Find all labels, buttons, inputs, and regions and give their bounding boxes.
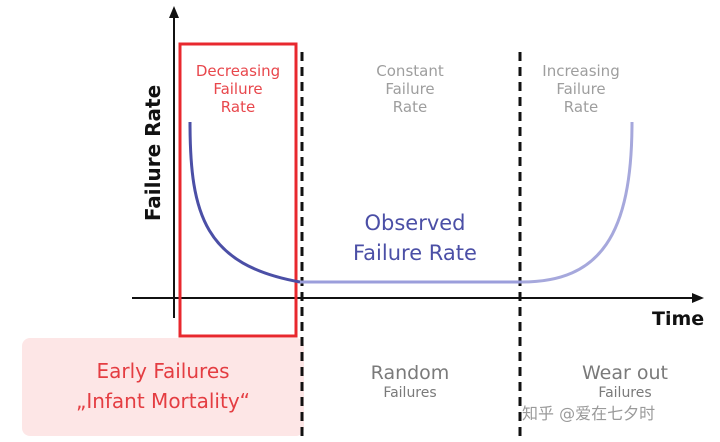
early-failures-panel: [22, 338, 304, 436]
curve-increasing-segment: [521, 121, 634, 284]
y-axis-arrow-icon: [169, 6, 179, 18]
region-label-increasing: Increasing Failure Rate: [522, 62, 640, 116]
region-label-line: Failure: [556, 80, 606, 98]
wear-out-failures-title: Wear out: [582, 362, 668, 384]
random-failures-label: Random Failures: [345, 362, 475, 402]
curve-decreasing-segment: [188, 121, 301, 284]
x-axis-label: Time: [652, 308, 705, 330]
watermark: 知乎 @爱在七夕时: [522, 404, 656, 423]
y-axis-label: Failure Rate: [141, 84, 165, 222]
decreasing-region-highlight: [178, 42, 298, 338]
region-label-decreasing: Decreasing Failure Rate: [180, 62, 296, 116]
region-label-line: Rate: [392, 98, 428, 116]
observed-failure-rate-label: Observed Failure Rate: [330, 208, 500, 269]
region-label-line: Failure: [213, 80, 263, 98]
x-axis-arrow-icon: [692, 293, 704, 303]
region-label-line: Decreasing: [195, 62, 281, 80]
random-failures-title: Random: [370, 362, 450, 384]
wear-out-failures-sub: Failures: [598, 384, 652, 401]
region-label-line: Constant: [376, 62, 444, 80]
early-failures-label: Early Failures „Infant Mortality“: [22, 356, 304, 416]
curve-label-line: Observed: [364, 211, 466, 235]
early-failures-line: „Infant Mortality“: [75, 389, 251, 413]
region-label-constant: Constant Failure Rate: [352, 62, 468, 116]
region-label-line: Increasing: [542, 62, 620, 80]
curve-label-line: Failure Rate: [353, 241, 477, 266]
region-label-line: Rate: [220, 98, 256, 116]
random-failures-sub: Failures: [383, 384, 437, 401]
wear-out-failures-label: Wear out Failures: [560, 362, 690, 402]
region-label-line: Failure: [385, 80, 435, 98]
early-failures-line: Early Failures: [96, 359, 230, 383]
region-label-line: Rate: [563, 98, 599, 116]
